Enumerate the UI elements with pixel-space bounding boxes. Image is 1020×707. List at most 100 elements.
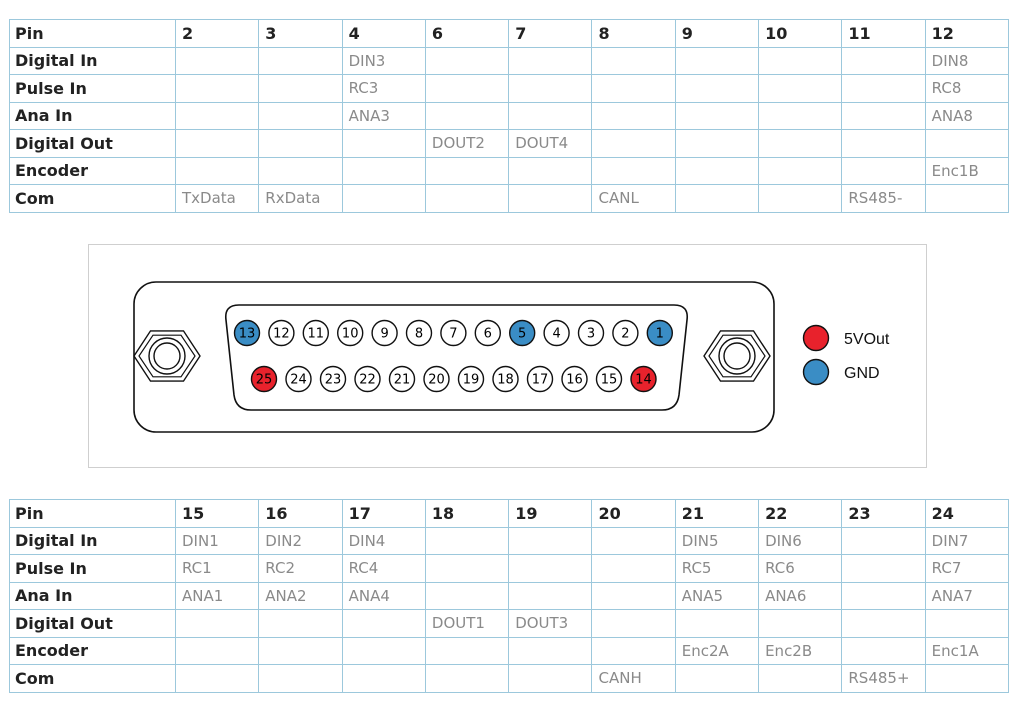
pin-circle [646,319,673,347]
signal-cell [674,101,760,130]
signal-cell [841,156,926,185]
pin-14: 14 [630,365,657,393]
signal-cell: RS485+ [841,664,926,693]
signal-cell [258,129,343,158]
signal-cell [174,664,260,693]
pin-number-cell: 24 [924,499,1010,528]
signal-cell: DIN3 [341,46,426,75]
pin-label: 3 [587,327,595,342]
signal-cell: ANA7 [924,581,1010,610]
signal-cell [258,609,343,638]
pin-3: 3 [577,319,605,347]
signal-cell [258,156,343,185]
signal-cell [508,554,593,583]
pin-number-cell: 23 [841,499,926,528]
pin-circle [612,319,639,347]
pin-number-cell: 15 [174,499,260,528]
pin-5: 5 [509,319,536,347]
connector-d-shell [224,304,689,411]
signal-cell [258,664,343,693]
pin-label: 13 [239,327,256,342]
signal-cell [174,156,260,185]
signal-cell [758,184,843,213]
signal-cell [841,74,926,103]
pin-circle [577,319,605,347]
pin-label: 14 [635,373,652,388]
pin-9: 9 [371,319,398,347]
signal-cell [591,101,676,130]
pin-label: 25 [256,373,273,388]
pin-label: 22 [359,373,376,388]
signal-cell [674,74,760,103]
row-label: Com [9,664,176,693]
signal-cell [341,609,426,638]
pin-22: 22 [354,365,381,393]
row-label: Encoder [9,156,176,185]
signal-cell: DIN5 [674,526,760,555]
signal-cell: RC8 [924,74,1010,103]
signal-cell [591,581,676,610]
signal-cell [674,664,760,693]
signal-cell [924,664,1010,693]
pin-circle [423,365,450,393]
signal-cell: Enc1B [924,156,1010,185]
pin-number-cell: 4 [341,19,426,48]
row-label: Ana In [9,101,176,130]
signal-cell [924,184,1010,213]
signal-cell: Enc2A [674,636,760,665]
signal-cell [424,184,510,213]
signal-cell [424,581,510,610]
pin-number-cell: 6 [424,19,510,48]
pin-circle [509,319,536,347]
signal-cell [591,74,676,103]
pin-2: 2 [612,319,639,347]
pin-label: 10 [342,327,359,342]
signal-cell [758,101,843,130]
signal-cell: ANA1 [174,581,260,610]
pin-19: 19 [457,365,485,393]
signal-cell: RC4 [341,554,426,583]
pin-number-cell: 10 [758,19,843,48]
pin-4: 4 [543,319,570,347]
pin-6: 6 [474,319,501,347]
signal-cell [591,554,676,583]
signal-cell [841,46,926,75]
pin-number-cell: 2 [174,19,260,48]
pin-15: 15 [595,365,623,393]
signal-cell [341,156,426,185]
legend-label: 5VOut [844,331,890,348]
signal-cell [841,101,926,130]
pin-circle [440,319,467,347]
pin-number-cell: 12 [924,19,1010,48]
legend-swatch [802,324,830,352]
pin-circle [526,365,554,393]
pin-number-cell: 18 [424,499,510,528]
signal-cell [258,74,343,103]
signal-cell: ANA5 [674,581,760,610]
signal-cell [674,129,760,158]
pin-10: 10 [337,319,364,347]
pin-circle [388,365,416,393]
signal-cell [258,101,343,130]
pin-7: 7 [440,319,467,347]
pin-number-cell: 8 [591,19,676,48]
mounting-screw-left-icon [133,330,201,382]
signal-cell [424,156,510,185]
signal-cell [424,636,510,665]
signal-cell [924,609,1010,638]
signal-cell [591,46,676,75]
pin-23: 23 [319,365,347,393]
signal-cell [341,184,426,213]
pin-label: 4 [552,327,560,342]
signal-cell: RS485- [841,184,926,213]
legend-item-gnd: GND [802,358,880,386]
